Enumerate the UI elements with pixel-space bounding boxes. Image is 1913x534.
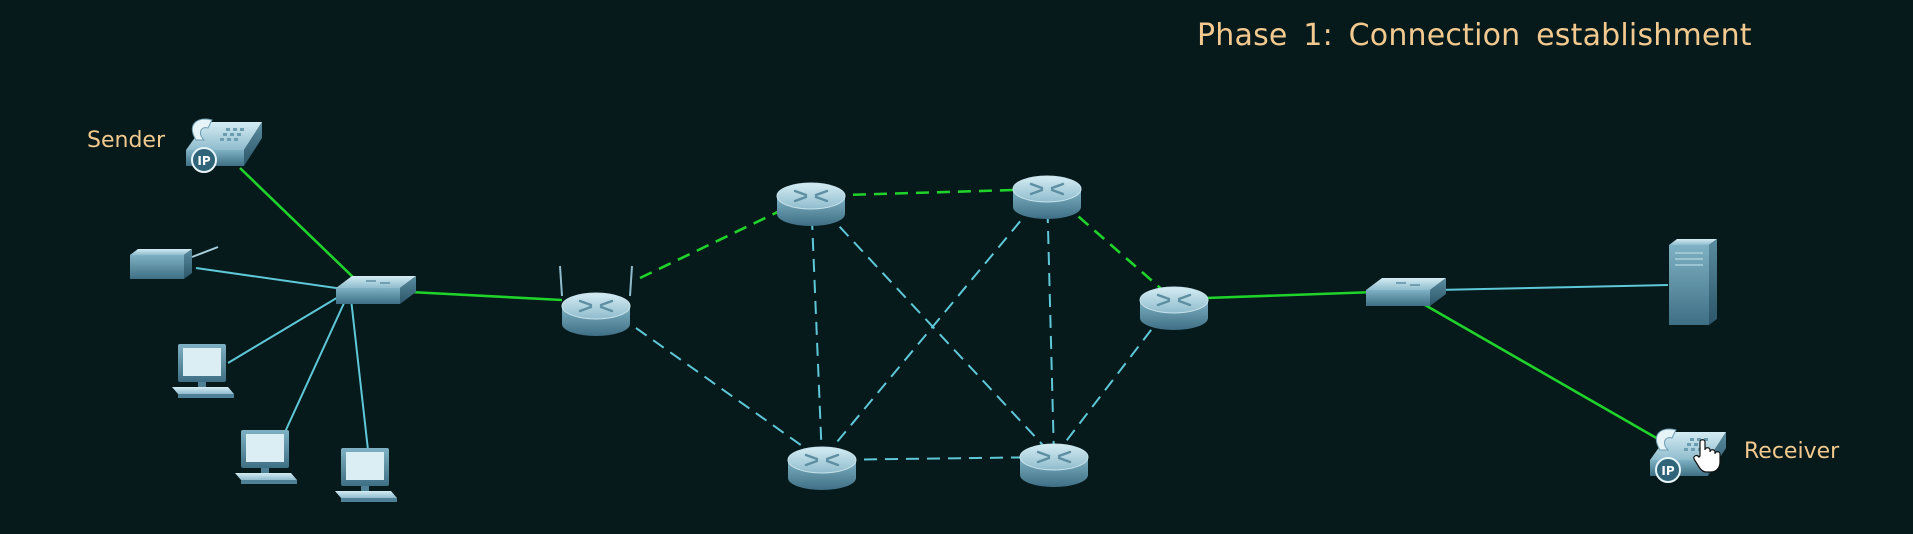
link-printer-to-switch-left — [195, 267, 351, 291]
link-pc-1-to-switch-left — [227, 289, 351, 364]
link-router-top-right-to-router-bottom-right — [1046, 188, 1055, 458]
server-icon — [1669, 239, 1717, 325]
link-router-bottom-left-to-router-bottom-right — [821, 456, 1055, 461]
link-switch-left-to-wireless-router — [409, 290, 563, 302]
computer-icon — [335, 448, 397, 502]
link-router-top-left-to-router-top-right — [810, 187, 1048, 198]
computer-icon — [172, 344, 234, 398]
sender-label: Sender — [87, 128, 165, 153]
link-router-top-left-to-router-bottom-left — [810, 195, 823, 461]
ip-badge-text: IP — [197, 154, 210, 168]
wireless-router-icon — [559, 265, 633, 336]
links-layer — [195, 167, 1673, 461]
switch-icon — [336, 276, 416, 304]
switch-icon — [1366, 278, 1446, 306]
receiver-label: Receiver — [1744, 439, 1840, 464]
link-switch-right-to-receiver-phone — [1424, 303, 1673, 449]
router-icon — [1019, 443, 1089, 487]
router-icon — [1139, 286, 1209, 330]
link-router-right-to-switch-right — [1205, 290, 1377, 300]
ip-phone-icon: IP — [186, 118, 262, 173]
router-icon — [776, 182, 846, 226]
link-pc-3-to-switch-left — [349, 289, 369, 451]
devices-layer: IP IP — [130, 118, 1726, 502]
link-router-top-right-to-router-bottom-left — [821, 188, 1048, 461]
link-switch-right-to-server — [1435, 284, 1669, 291]
link-wireless-router-to-router-bottom-left — [635, 327, 823, 461]
link-pc-2-to-switch-left — [284, 289, 351, 433]
slide-title: Phase 1: Connection establishment — [1197, 18, 1752, 53]
computer-icon — [235, 430, 297, 484]
link-sender-phone-to-switch-left — [239, 167, 357, 281]
ip-badge-text: IP — [1661, 464, 1674, 478]
printer-icon — [130, 246, 219, 279]
hand-pointer-icon — [1693, 439, 1721, 473]
router-icon — [787, 446, 857, 490]
link-router-bottom-right-to-router-right — [1053, 299, 1175, 458]
router-icon — [1012, 175, 1082, 219]
